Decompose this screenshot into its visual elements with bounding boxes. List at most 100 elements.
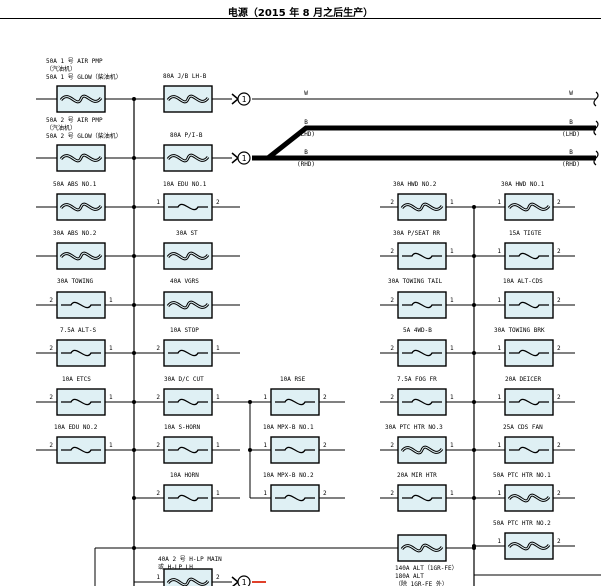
conn-1-mid-circle — [237, 151, 251, 165]
fuse — [397, 484, 447, 512]
junction-dot — [248, 448, 252, 452]
fuse — [56, 436, 106, 464]
fuse-pin-right: 1 — [109, 297, 113, 304]
fuse — [163, 436, 213, 464]
fuse-label: 80A P/I-B — [170, 132, 203, 139]
fuse-element-light — [61, 398, 101, 406]
title-divider — [0, 18, 601, 19]
fuse-element-light — [168, 398, 208, 406]
fuse — [504, 484, 554, 512]
fuse-pin-left: 2 — [390, 394, 394, 401]
fuse-pin-left: 1 — [263, 442, 267, 449]
fuse-label: 180A ALT — [395, 573, 424, 580]
fuse-pin-left: 2 — [390, 442, 394, 449]
fuse — [163, 484, 213, 512]
fuse-element-light — [61, 301, 101, 309]
junction-dot — [132, 448, 136, 452]
fuse-label: 30A D/C CUT — [164, 376, 204, 383]
fuse-pin-left: 2 — [156, 394, 160, 401]
fuse — [504, 532, 554, 560]
fuse — [397, 436, 447, 464]
fuse-pin-right: 2 — [323, 394, 327, 401]
fuse-element-light — [402, 494, 442, 502]
fuse-label: 30A PTC HTR NO.3 — [385, 424, 443, 431]
fuse-label: 30A TOWING BRK — [494, 327, 545, 334]
fuse-label: （汽油机） — [46, 65, 76, 73]
fuse-element-core — [401, 446, 443, 454]
fuse-pin-left: 1 — [156, 199, 160, 206]
fuse — [397, 388, 447, 416]
junction-dot — [132, 254, 136, 258]
fuse-element-core — [60, 154, 102, 162]
fuse-pin-right: 2 — [216, 199, 220, 206]
fuse — [270, 388, 320, 416]
fuse-label: 20A MIR HTR — [397, 472, 437, 479]
fuse — [56, 291, 106, 319]
fuse-label: 10A MPX-B NO.2 — [263, 472, 314, 479]
fuse-label: 30A HWD NO.1 — [501, 181, 545, 188]
fuse-pin-right: 1 — [450, 297, 454, 304]
fuse-pin-right: 2 — [557, 199, 561, 206]
fuse-label: 30A P/SEAT RR — [393, 230, 440, 237]
wire-w-top-left: W — [304, 90, 308, 97]
fuse — [56, 339, 106, 367]
fuse-label: 10A MPX-B NO.1 — [263, 424, 314, 431]
fuse-label: 50A PTC HTR NO.1 — [493, 472, 551, 479]
fuse-element-light — [275, 446, 315, 454]
fuse-pin-left: 2 — [156, 345, 160, 352]
fuse-pin-left: 2 — [156, 442, 160, 449]
fuse-element-light — [61, 349, 101, 357]
fuse-label: 10A RSE — [280, 376, 306, 383]
fuse — [504, 291, 554, 319]
fuse-pin-left: 1 — [497, 248, 501, 255]
fuse-label: 50A ABS NO.1 — [53, 181, 97, 188]
fuse-label: 50A 1 号 GLOW（柴油机） — [46, 73, 122, 81]
fuse-element-light — [509, 446, 549, 454]
fuse-pin-right: 2 — [557, 442, 561, 449]
wire-b-lhd-right: B — [569, 119, 573, 126]
wire-lhd-left: (LHD) — [297, 131, 315, 138]
fuse-label: 25A CDS FAN — [503, 424, 543, 431]
fuse — [504, 242, 554, 270]
fuse-element-core — [508, 542, 550, 550]
fuse-body — [56, 144, 106, 172]
fuse — [163, 568, 213, 586]
fuse — [504, 436, 554, 464]
fuse-element-light — [61, 446, 101, 454]
junction-dot — [472, 546, 476, 550]
fuse-pin-left: 1 — [497, 394, 501, 401]
fuse-label: 50A 2 号 AIR PMP — [46, 117, 103, 124]
fuse-label: 30A TOWING TAIL — [388, 278, 443, 285]
fuse-label: 10A ALT-CDS — [503, 278, 543, 285]
fuse-pin-left: 1 — [156, 574, 160, 581]
fuse-label: 15A TIGTE — [509, 230, 542, 237]
wire-b-rhd-right: B — [569, 149, 573, 156]
fuse-label: 140A ALT（1GR-FE） — [395, 565, 458, 572]
fuse — [56, 144, 106, 172]
fuse-pin-right: 1 — [450, 490, 454, 497]
fuse — [397, 193, 447, 221]
fuse-label: （汽油机） — [46, 124, 76, 132]
fuse-label: 30A HWD NO.2 — [393, 181, 437, 188]
fuse-element-light — [509, 349, 549, 357]
fuse-element-light — [275, 494, 315, 502]
fuse-element-core — [401, 203, 443, 211]
junction-dot — [132, 303, 136, 307]
wire-rhd-left: (RHD) — [297, 161, 315, 168]
fuse-label: 50A 2 号 GLOW（柴油机） — [46, 132, 122, 140]
fuse-body — [397, 534, 447, 562]
fuse-element-light — [275, 398, 315, 406]
fuse-element-light — [402, 252, 442, 260]
fuse-element-light — [168, 494, 208, 502]
fuse-pin-left: 1 — [497, 199, 501, 206]
fuse — [270, 436, 320, 464]
fuse-pin-left: 2 — [49, 345, 53, 352]
fuse-pin-right: 2 — [557, 394, 561, 401]
fuse-pin-right: 1 — [109, 394, 113, 401]
fuse-pin-left: 2 — [49, 297, 53, 304]
fuse-pin-right: 2 — [557, 297, 561, 304]
junction-dot — [472, 496, 476, 500]
fuse-pin-left: 1 — [497, 345, 501, 352]
wire-b-lhd-left: B — [304, 119, 308, 126]
